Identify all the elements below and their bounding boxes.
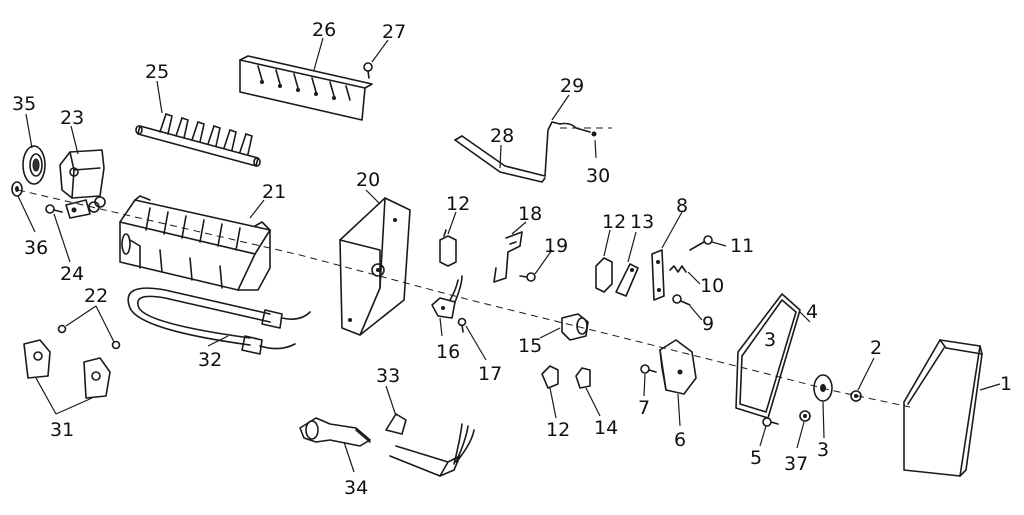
callout-12b: 12 [602, 211, 626, 233]
part-9-screw [672, 294, 691, 306]
part-3-knob [813, 374, 833, 402]
part-17-screw [457, 317, 467, 333]
callout-21: 21 [262, 181, 286, 203]
part-33-clip [385, 413, 407, 435]
callout-34: 34 [344, 477, 368, 499]
part-31-brackets [23, 339, 111, 399]
callout-23: 23 [60, 107, 84, 129]
part-13-link [615, 263, 639, 297]
callout-36: 36 [24, 237, 48, 259]
callout-24: 24 [60, 263, 84, 285]
callout-13: 13 [630, 211, 654, 233]
part-36-nut [11, 181, 23, 197]
callout-31: 31 [50, 419, 74, 441]
part-7-screw [640, 364, 657, 374]
part-28-arm [454, 135, 546, 183]
callout-8: 8 [676, 195, 688, 217]
callout-19: 19 [544, 235, 568, 257]
part-11-screw [689, 235, 713, 251]
callout-29: 29 [560, 75, 584, 97]
part-10-spring [669, 265, 687, 273]
callout-12c: 12 [546, 419, 570, 441]
part-29-lever [541, 121, 591, 183]
callout-26: 26 [312, 19, 336, 41]
assembly-axis [17, 127, 911, 408]
callout-16: 16 [436, 341, 460, 363]
svg-text:3: 3 [764, 329, 776, 351]
callout-6: 6 [674, 429, 686, 451]
part-16-shaft [431, 275, 463, 319]
part-1-cover [903, 339, 983, 477]
callout-11: 11 [730, 235, 754, 257]
callout-28: 28 [490, 125, 514, 147]
part-5-screw [762, 417, 779, 427]
part-25-ejector [135, 113, 261, 167]
callout-25: 25 [145, 61, 169, 83]
callout-labels: 1 2 3 4 5 6 7 8 9 10 11 12 12 12 13 14 1… [12, 19, 1012, 499]
part-12b-switch [595, 257, 613, 293]
part-12a-switch [439, 229, 457, 267]
part-6-motor [659, 339, 697, 395]
callout-7: 7 [638, 397, 650, 419]
part-19-screw [519, 272, 536, 282]
callout-3: 3 [817, 439, 829, 461]
callout-5: 5 [750, 447, 762, 469]
callout-32: 32 [198, 349, 222, 371]
part-23-fill-cup [59, 149, 106, 219]
part-27-screw [363, 62, 373, 79]
callout-17: 17 [478, 363, 502, 385]
callout-4: 4 [806, 301, 818, 323]
part-22-screws [57, 324, 121, 350]
part-20-control-housing [339, 197, 411, 336]
callout-30: 30 [586, 165, 610, 187]
part-35-gasket [22, 145, 46, 185]
part-18-bracket [493, 231, 523, 283]
part-34-valve [299, 417, 371, 447]
part-24-screw [45, 204, 63, 214]
callout-9: 9 [702, 313, 714, 335]
leader-lines [17, 37, 1001, 473]
callout-27: 27 [382, 21, 406, 43]
part-4-plate: 3 [735, 293, 801, 419]
part-12c-switch [541, 365, 559, 389]
part-8-plate [651, 249, 665, 301]
part-15-cam [561, 313, 589, 341]
callout-18: 18 [518, 203, 542, 225]
callout-10: 10 [700, 275, 724, 297]
part-21-ice-mold [119, 195, 271, 291]
callout-20: 20 [356, 169, 380, 191]
callout-15: 15 [518, 335, 542, 357]
part-32-heater [127, 287, 311, 355]
part-14-clip [575, 367, 591, 389]
callout-37: 37 [784, 453, 808, 475]
callout-33: 33 [376, 365, 400, 387]
callout-2: 2 [870, 337, 882, 359]
callout-14: 14 [594, 417, 618, 439]
callout-12a: 12 [446, 193, 470, 215]
part-26-stripper [239, 55, 373, 121]
part-2-screw [850, 390, 862, 402]
wire-harness [389, 423, 475, 477]
callout-22: 22 [84, 285, 108, 307]
callout-1: 1 [1000, 373, 1012, 395]
callout-35: 35 [12, 93, 36, 115]
part-37-nut [799, 410, 811, 422]
part-30-screw [591, 131, 597, 137]
